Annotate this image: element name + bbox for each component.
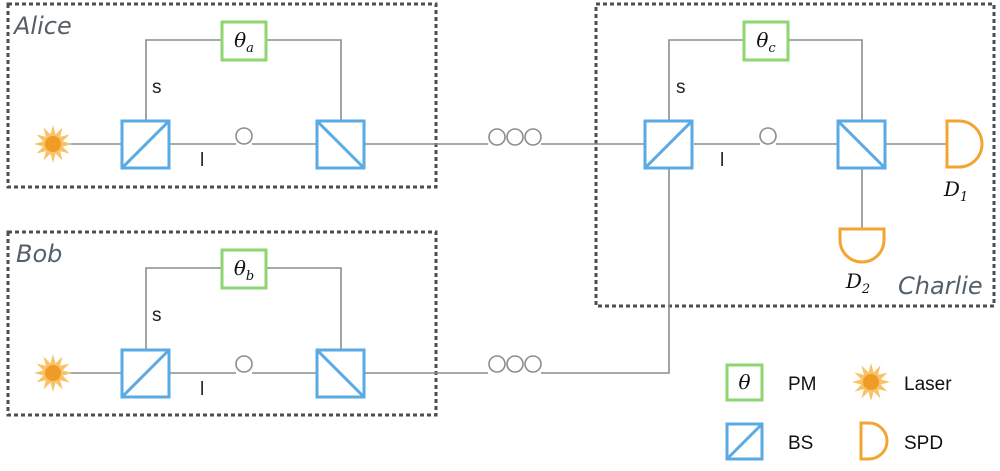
svg-text:θb: θb [234,256,254,284]
charlie-phase-modulator: θc [742,20,790,62]
legend-pm: θ PM [725,363,817,402]
legend-pm-label: PM [788,374,817,395]
bob-output-beam-splitter [315,348,366,399]
alice-delay-loop [235,127,253,145]
alice-phase-subscript: a [246,41,254,56]
charlie-short-arm-label: s [676,77,686,98]
legend-bs: BS [725,422,813,461]
alice-long-arm-label: l [200,150,204,171]
alice-output-beam-splitter [315,119,366,170]
bob-delay-loop [235,355,253,373]
charlie-label: Charlie [898,272,983,300]
bob-label: Bob [16,240,62,268]
charlie-phase-subscript: c [768,41,776,56]
bob-phase-subscript: b [246,269,254,284]
alice-label: Alice [12,12,72,40]
bob-phase-modulator: θb [220,248,268,290]
alice-short-arm-label: s [152,77,162,98]
legend-laser-label: Laser [904,374,952,395]
legend-bs-label: BS [788,433,813,454]
charlie-input-beam-splitter [643,119,694,170]
bob-laser-icon [34,354,72,392]
legend-spd: SPD [859,421,943,461]
bob-phase-symbol: θ [234,256,246,280]
charlie-delay-loop [759,127,777,145]
detector-d1-icon [945,119,984,169]
bob-short-arm-label: s [152,305,162,326]
charlie-enclosure [594,2,996,308]
legend-laser-icon [852,363,890,401]
detector-d1-label: D1 [943,177,968,205]
legend-spd-label: SPD [904,433,943,454]
bob-input-beam-splitter [120,348,171,399]
fiber-spool-bob-charlie [488,355,542,373]
alice-phase-symbol: θ [234,28,246,52]
alice-enclosure [6,2,438,189]
delay-loops [235,127,777,373]
alice-phase-modulator: θa [220,20,268,62]
charlie-long-arm-label: l [720,150,724,171]
bob-enclosure [6,230,438,417]
svg-text:θc: θc [756,28,776,56]
legend-laser: Laser [852,363,952,401]
legend-beam-splitter-icon [725,422,764,461]
legend-phase-modulator-icon [725,363,764,402]
charlie-output-beam-splitter [836,119,887,170]
alice-laser-icon [34,125,72,163]
charlie-phase-symbol: θ [756,28,768,52]
fiber-lines [64,39,946,374]
detector-d2-label: D2 [845,269,870,297]
legend: θ PM Laser BS SPD [725,363,952,461]
bob-long-arm-label: l [200,379,204,400]
svg-text:θa: θa [234,28,254,56]
legend-pm-symbol: θ [738,370,750,394]
fiber-spool-alice-charlie [488,128,542,146]
detector-d2-icon [838,227,886,264]
legend-single-photon-detector-icon [859,421,889,461]
alice-input-beam-splitter [120,119,171,170]
